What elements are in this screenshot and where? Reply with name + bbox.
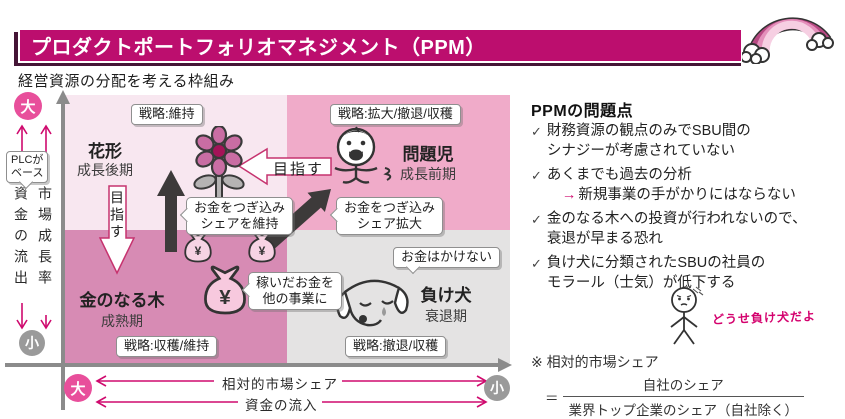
problems-heading: PPMの問題点: [531, 103, 634, 120]
share-formula: ＝ 自社のシェア 業界トップ企業のシェア（自社除く）: [545, 374, 804, 419]
sad-dog-icon: [336, 279, 409, 327]
crying-baby-icon: [334, 126, 392, 184]
aim-down-label: 目指す: [109, 190, 125, 241]
list-item: ✓ 財務資源の観点のみでSBU間の シナジーが考慮されていない: [531, 121, 845, 161]
no-money-tag: お金はかけない: [393, 247, 501, 268]
v-axis-label-cash-outflow: 資金の流出: [13, 186, 29, 291]
bubble-maintain-share: お金をつぎ込み シェアを維持: [186, 197, 294, 235]
check-icon: ✓: [531, 124, 542, 139]
list-item: ✓ 金のなる木への投資が行われないので、 衰退が早まる恐れ: [531, 209, 845, 249]
strategy-tag-dog: 戦略:撤退/収穫: [345, 336, 447, 357]
formula-numerator: 自社のシェア: [642, 378, 724, 393]
svg-text:¥: ¥: [219, 286, 231, 309]
strategy-tag-problem: 戦略:拡大/撤退/収穫: [330, 104, 461, 125]
problems-list: ✓ 財務資源の観点のみでSBU間の シナジーが考慮されていない ✓ あくまでも過…: [531, 121, 845, 297]
svg-text:¥: ¥: [195, 244, 202, 258]
list-item: ✓ 負け犬に分類されたSBUの社員の モラール（士気）が低下する: [531, 253, 845, 293]
worried-stick-figure-icon: [670, 286, 704, 345]
dog-stage: 衰退期: [425, 308, 467, 324]
dog-quote-text: どうせ負け犬だよ: [711, 309, 817, 327]
arrow-right-icon: →: [561, 187, 577, 203]
star-stage: 成長後期: [77, 162, 133, 178]
check-icon: ✓: [531, 168, 542, 183]
strategy-tag-star: 戦略:維持: [131, 104, 203, 125]
problem-stage: 成長前期: [400, 166, 456, 182]
rainbow-icon: [742, 17, 834, 64]
check-icon: ✓: [531, 212, 542, 227]
diagram-subtitle: 経営資源の分配を考える枠組み: [18, 73, 235, 90]
equals-sign: ＝: [545, 390, 559, 406]
flower-icon: [193, 126, 245, 201]
h-axis-label-cash-inflow: 資金の流入: [241, 394, 322, 414]
h-axis-small-badge: 小: [484, 375, 510, 401]
cow-stage: 成熟期: [101, 313, 143, 329]
v-axis-label-market-growth: 市場成長率: [37, 186, 53, 291]
plc-note-bubble: PLCが ベース: [6, 151, 49, 183]
page-title: プロダクトポートフォリオマネジメント（PPM）: [18, 30, 741, 63]
bubble-earned-money: 稼いだお金を 他の事業に: [248, 272, 343, 310]
share-note-title: ※ 相対的市場シェア: [531, 354, 659, 370]
aim-left-label: 目指す: [273, 161, 325, 178]
list-item: ✓ あくまでも過去の分析 →新規事業の手がかりにはならない: [531, 165, 845, 205]
star-name: 花形: [88, 142, 122, 161]
v-axis-small-badge: 小: [19, 330, 45, 356]
cow-name: 金のなる木: [79, 291, 165, 310]
page-title-text: プロダクトポートフォリオマネジメント（PPM）: [31, 37, 486, 59]
svg-text:¥: ¥: [259, 244, 266, 258]
h-axis-large-badge: 大: [64, 374, 92, 402]
v-axis-large-badge: 大: [14, 92, 42, 120]
formula-denominator: 業界トップ企業のシェア（自社除く）: [562, 396, 804, 419]
bubble-expand-share: お金をつぎ込み シェア拡大: [336, 197, 444, 235]
dog-name: 負け犬: [420, 286, 472, 305]
check-icon: ✓: [531, 256, 542, 271]
problem-name: 問題児: [402, 145, 454, 164]
h-axis-label-relative-share: 相対的市場シェア: [218, 373, 342, 393]
strategy-tag-cow: 戦略:収穫/維持: [116, 336, 218, 357]
money-bag-icon-large: ¥: [204, 265, 246, 315]
